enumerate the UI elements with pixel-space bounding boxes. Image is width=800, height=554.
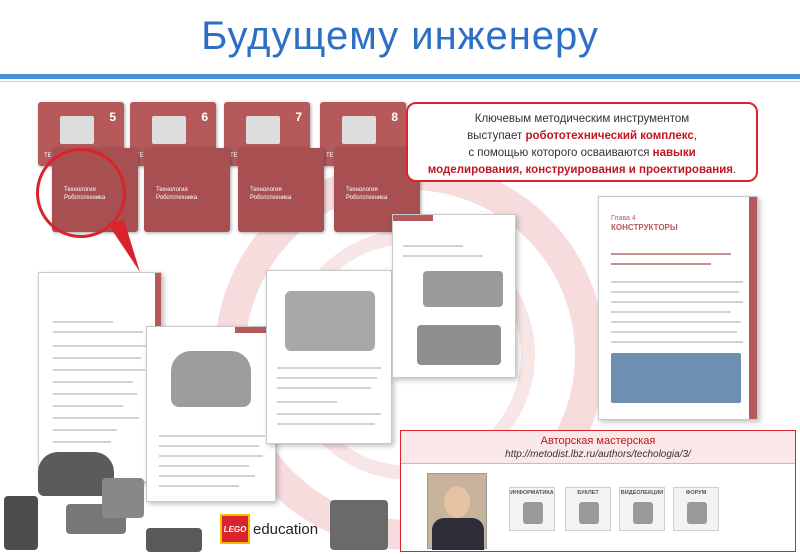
chapter-image <box>611 353 741 403</box>
workbook-grade-6: Технология Робототехника <box>144 148 230 232</box>
textbook-cover-image <box>246 116 280 144</box>
info-line-4: моделирования, конструирования и проекти… <box>427 164 737 176</box>
textbook-cover-image <box>60 116 94 144</box>
author-workshop-box: Авторская мастерская http://metodist.lbz… <box>400 430 796 552</box>
title-divider <box>0 74 800 79</box>
info-highlight-skills: навыки <box>652 147 696 159</box>
robot-car-image <box>146 528 202 552</box>
tile-booklet[interactable]: БУКЛЕТ <box>565 487 611 531</box>
tile-informatics[interactable]: ИНФОРМАТИКА <box>509 487 555 531</box>
textbook-cover-image <box>152 116 186 144</box>
book-page-contents <box>38 272 162 482</box>
lego-logo: LEGO <box>220 514 250 544</box>
textbook-grade: 5 <box>109 110 116 124</box>
info-line-2: выступает робототехнический комплекс, <box>467 130 697 142</box>
models-image-top <box>423 271 503 307</box>
robot-walker-image <box>4 496 38 550</box>
education-label: education <box>253 520 319 538</box>
info-highlight-robotics: робототехнический комплекс <box>525 130 694 142</box>
textbook-grade: 7 <box>295 110 302 124</box>
tile-label: ИНФОРМАТИКА <box>510 490 554 496</box>
author-workshop-header: Авторская мастерская http://metodist.lbz… <box>401 431 795 464</box>
tile-label: ФОРУМ <box>685 490 707 496</box>
tile-forum[interactable]: ФОРУМ <box>673 487 719 531</box>
zoom-pointer-arrow <box>108 220 140 272</box>
textbook-cover-image <box>342 116 376 144</box>
info-highlight-modeling: моделирования, конструирования и проекти… <box>427 164 733 176</box>
workbook-label: Технология Робототехника <box>250 187 292 201</box>
textbook-grade: 6 <box>201 110 208 124</box>
book-page-chapter: Глава 4 КОНСТРУКТОРЫ <box>598 196 758 420</box>
book-page-parts <box>266 270 392 444</box>
info-line-3: с помощью которого осваиваются навыки <box>468 147 696 159</box>
lunokhod-image <box>171 351 251 407</box>
tile-label: ВИДЕОЛЕКЦИИ <box>620 490 664 496</box>
title-divider-thin <box>0 81 800 82</box>
author-portrait <box>427 473 487 550</box>
tile-video-lectures[interactable]: ВИДЕОЛЕКЦИИ <box>619 487 665 531</box>
book-page-models <box>392 214 516 378</box>
parts-image <box>285 291 375 351</box>
author-workshop-url[interactable]: http://metodist.lbz.ru/authors/techologi… <box>505 449 691 460</box>
workbook-label: Технология Робототехника <box>156 187 198 201</box>
booklet-icon <box>579 502 599 524</box>
chapter-name: КОНСТРУКТОРЫ <box>611 223 678 232</box>
robot-brick-image <box>330 500 388 550</box>
textbook-grade: 8 <box>391 110 398 124</box>
author-workshop-title: Авторская мастерская <box>540 435 656 447</box>
video-lectures-icon <box>633 502 653 524</box>
page-title: Будущему инженеру <box>201 14 599 58</box>
zoom-highlight-circle <box>36 148 126 238</box>
workbook-grade-7: Технология Робототехника <box>238 148 324 232</box>
chapter-number: Глава 4 <box>611 215 636 222</box>
models-image-bottom <box>417 325 501 365</box>
book-page-lunokhod <box>146 326 276 502</box>
forum-icon <box>687 502 707 524</box>
info-line-1: Ключевым методическим инструментом <box>474 113 690 125</box>
robot-arm-image <box>102 478 144 518</box>
lego-education-logo: LEGO education <box>220 514 318 544</box>
tile-label: БУКЛЕТ <box>577 490 599 496</box>
info-box: Ключевым методическим инструментом высту… <box>406 102 758 182</box>
robot-elephant-image <box>38 452 114 496</box>
workbook-label: Технология Робототехника <box>346 187 388 201</box>
informatics-icon <box>523 502 543 524</box>
